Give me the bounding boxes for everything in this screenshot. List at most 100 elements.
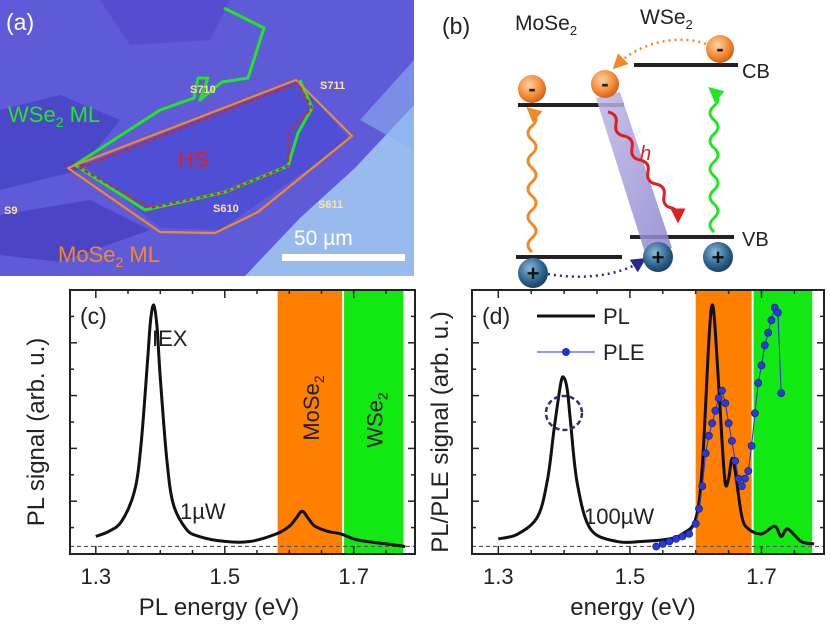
chip-mark: S710 <box>190 84 216 96</box>
x-tick-label: 1.3 <box>81 564 112 589</box>
ple-point <box>705 431 713 440</box>
svg-text:+: + <box>712 245 725 270</box>
series-pl-line <box>497 303 815 546</box>
ple-point <box>728 436 736 445</box>
band-label-0: MoSe2 <box>299 375 327 440</box>
ple-point <box>747 441 756 450</box>
svg-text:+: + <box>652 245 665 270</box>
hole-transfer-arrow <box>547 257 647 278</box>
dark-flake-3 <box>0 200 150 262</box>
ple-point <box>665 537 674 546</box>
iex-label: IEX <box>152 326 188 351</box>
vb-label: VB <box>742 229 769 251</box>
band-label-1: WSe2 <box>363 392 391 448</box>
panel-a-letter: (a) <box>6 9 34 35</box>
panel-c-ticks: 1.3 1.5 1.7 <box>70 290 415 589</box>
cb-label: CB <box>742 61 770 83</box>
ple-point <box>691 519 700 528</box>
ple-point <box>721 399 730 407</box>
interlayer-emission-wave <box>607 110 686 224</box>
chip-mark: S9 <box>4 205 17 217</box>
panel-c-letter: (c) <box>80 303 107 329</box>
panel-c-band-labels: MoSe2 WSe2 <box>299 375 391 448</box>
interlayer-shading <box>596 92 672 256</box>
substrate-light-region <box>245 105 414 276</box>
ple-point <box>751 409 759 418</box>
panel-b-band-diagram: (b) MoSe2 WSe2 CB VB h - - - + <box>442 6 770 288</box>
panel-d-bands <box>695 290 813 554</box>
panel-c-ylabel: PL signal (arb. u.) <box>23 338 50 527</box>
energy-band-0 <box>277 290 343 554</box>
ple-point <box>718 386 726 395</box>
mose2-flake-fill <box>83 80 350 230</box>
mose2-header: MoSe2 <box>515 12 577 38</box>
ple-point <box>731 457 740 465</box>
panel-c-power-label: 1µW <box>180 499 226 524</box>
series-pl-line <box>95 303 406 548</box>
chip-mark: S611 <box>318 199 343 211</box>
chip-mark: S711 <box>320 80 345 92</box>
hole-wse2: + <box>703 242 733 272</box>
wse2-absorption-wave <box>708 87 725 234</box>
ple-point <box>767 316 776 325</box>
wse2-ml-label: WSe2 ML <box>8 102 100 130</box>
substrate-light-region-2 <box>360 60 414 150</box>
svg-text:-: - <box>716 36 723 61</box>
ple-point <box>698 482 707 490</box>
x-tick-label: 1.5 <box>615 564 646 589</box>
chip-mark: S610 <box>213 203 239 215</box>
chip-marks: S710 S711 S610 S611 S9 <box>4 80 345 217</box>
ple-point <box>741 474 749 483</box>
hs-label: HS <box>178 147 209 172</box>
panel-b-letter: (b) <box>442 13 470 39</box>
scale-bar <box>282 254 405 261</box>
panel-c-pl-chart: MoSe2 WSe2 1.3 1.5 1.7 (c) IEX 1µW PL energ… <box>23 289 416 621</box>
ple-point <box>695 504 703 513</box>
energy-band-1 <box>753 290 813 554</box>
svg-text:-: - <box>528 76 535 101</box>
wse2-ml-outline <box>73 6 314 212</box>
svg-text:-: - <box>601 71 608 96</box>
electron-mose2: - <box>518 75 546 103</box>
ple-point <box>760 341 769 350</box>
electron-transferred: - <box>591 70 619 98</box>
ple-point <box>701 449 710 458</box>
panel-d-xlabel: energy (eV) <box>570 594 695 621</box>
ple-point <box>711 406 720 415</box>
hole-transferred: + <box>643 242 673 272</box>
x-tick-label: 1.7 <box>338 564 369 589</box>
mose2-ml-label: MoSe2 ML <box>58 242 160 270</box>
ple-point <box>757 361 766 370</box>
panel-a-micrograph: S710 S711 S610 S611 S9 (a) WSe2 ML HS Mo… <box>0 0 414 276</box>
electron-transfer-arrow <box>612 38 707 70</box>
panel-d-power-label: 100µW <box>584 504 654 529</box>
ple-point <box>685 530 693 538</box>
ple-point <box>714 394 723 402</box>
mose2-absorption-wave <box>526 107 543 254</box>
panel-d-ylabel: PL/PLE signal (arb. u.) <box>427 311 454 552</box>
x-tick-label: 1.5 <box>210 564 241 589</box>
ple-point <box>777 389 786 397</box>
photon-h-label: h <box>640 143 651 165</box>
panel-c-series <box>95 303 406 548</box>
ple-point <box>652 542 661 551</box>
scale-bar-label: 50 µm <box>294 227 353 250</box>
hole-mose2: + <box>518 258 548 288</box>
ple-point <box>678 532 687 541</box>
ple-point <box>754 379 763 387</box>
x-tick-label: 1.7 <box>746 564 777 589</box>
ple-point <box>724 419 733 428</box>
panel-c-xlabel: PL energy (eV) <box>139 594 300 621</box>
electron-wse2: - <box>706 35 734 63</box>
ple-point <box>708 419 716 428</box>
mose2-ml-outline <box>66 78 354 235</box>
legend-pl-label: PL <box>603 304 630 329</box>
ple-point <box>734 474 743 483</box>
panel-d-legend: PL PLE <box>537 304 645 365</box>
dark-flake-1 <box>0 95 120 190</box>
ple-point <box>658 540 667 548</box>
ple-point <box>672 535 680 543</box>
